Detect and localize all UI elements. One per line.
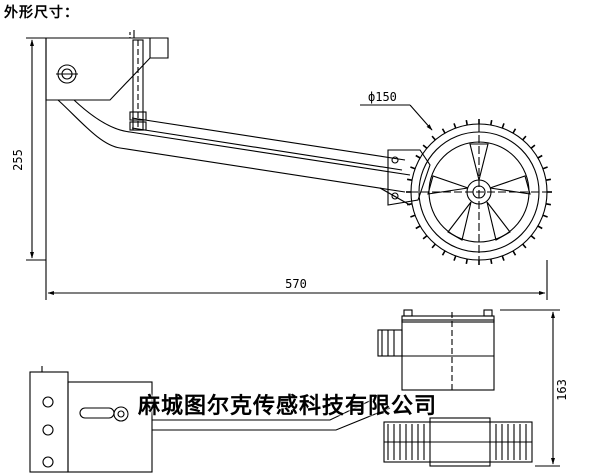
clamp-lever	[79, 406, 129, 422]
label-overall-length: 570	[285, 277, 307, 291]
drawing-heading: 外形尺寸：	[4, 5, 79, 21]
dimension-wheel-diameter	[360, 104, 433, 131]
cable-gland	[377, 329, 403, 357]
lower-wheel	[383, 417, 533, 467]
lower-arm	[152, 395, 391, 431]
dimension-height-lower	[500, 309, 560, 467]
mounting-bolt	[56, 64, 78, 84]
lower-bracket-plate	[29, 366, 153, 473]
company-watermark: 麻城图尔克传感科技有限公司	[138, 394, 438, 419]
swing-arm	[57, 99, 411, 206]
label-height-upper: 255	[11, 149, 25, 171]
spring-rod	[129, 39, 147, 131]
label-height-lower: 163	[555, 379, 569, 401]
label-wheel-diameter: ф150	[368, 90, 397, 104]
wheel-tread	[406, 119, 552, 265]
dimension-height-upper	[26, 37, 46, 261]
sensor-housing	[401, 309, 495, 391]
arm-end-bracket	[387, 149, 431, 206]
lower-wheel-tread	[387, 424, 527, 460]
dimension-overall-length	[45, 100, 548, 300]
measuring-wheel	[410, 123, 548, 261]
